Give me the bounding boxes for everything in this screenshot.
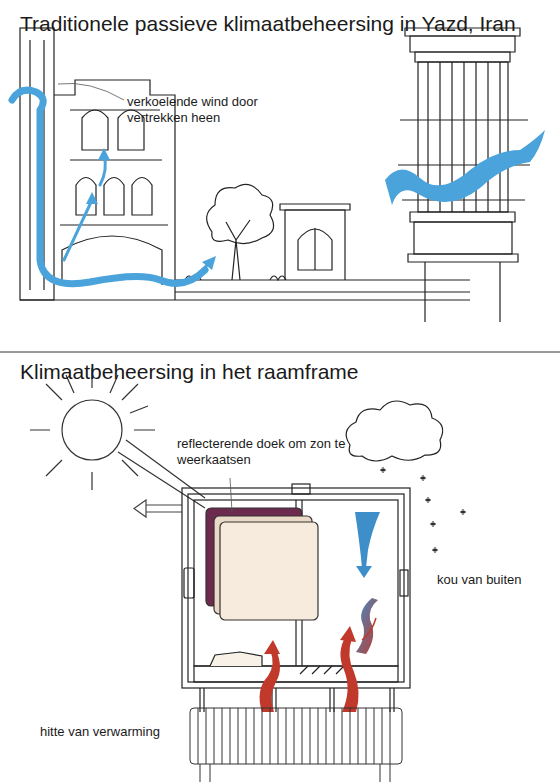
radiator bbox=[190, 708, 402, 782]
window-frame bbox=[182, 484, 410, 712]
cloud bbox=[346, 401, 443, 461]
curtain-front bbox=[220, 522, 318, 620]
section-title: Klimaatbeheersing in het raamframe bbox=[20, 360, 540, 384]
wind-arrowheads bbox=[86, 148, 216, 270]
callout-label: kou van buiten bbox=[437, 572, 557, 588]
cold-air-arrow bbox=[356, 566, 372, 578]
callout-label: reflecterende doek om zon te weerkaatsen bbox=[177, 436, 352, 469]
mixing-air bbox=[356, 598, 378, 654]
leader-line bbox=[58, 83, 124, 100]
building-section bbox=[20, 28, 470, 300]
main-title: Traditionele passieve klimaatbeheersing … bbox=[20, 12, 550, 36]
callout-label: verkoelende wind door vertrekken heen bbox=[127, 94, 277, 127]
cold-air bbox=[355, 512, 380, 568]
heat-flow bbox=[260, 618, 376, 712]
divider bbox=[0, 352, 560, 353]
wind-ribbon bbox=[385, 130, 545, 205]
callout-label: hitte van verwarming bbox=[40, 724, 190, 740]
leader-line bbox=[230, 478, 232, 512]
snowflakes bbox=[380, 467, 466, 553]
reflection-arrow bbox=[134, 500, 182, 517]
